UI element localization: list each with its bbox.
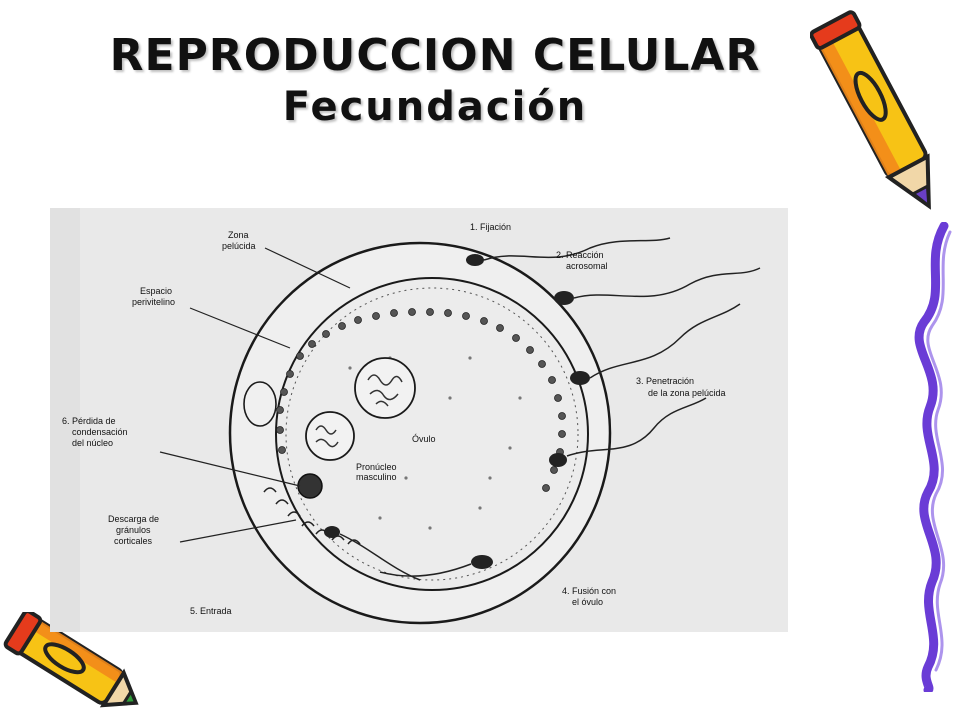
label-condensacion: condensación: [72, 427, 128, 437]
polar-body: [243, 381, 277, 427]
slide-title: REPRODUCCION CELULAR: [109, 30, 761, 81]
sperm-penetration: [570, 303, 741, 385]
sperm-nucleus-decondensing: [297, 473, 323, 499]
ovum: [275, 277, 589, 591]
male-pronucleus: [305, 411, 355, 461]
label-pelucida: pelúcida: [222, 241, 256, 251]
label-zona-pelucida: de la zona pelúcida: [648, 388, 726, 398]
slide-subtitle: Fecundación: [282, 84, 588, 130]
label-masculino: masculino: [356, 472, 397, 482]
label-fusion: 4. Fusión con: [562, 586, 616, 596]
label-nucleo: del núcleo: [72, 438, 113, 448]
label-ovulo: Óvulo: [412, 434, 436, 444]
label-descarga: Descarga de: [108, 514, 159, 524]
label-acrosomal: acrosomal: [566, 261, 608, 271]
pencil-icon: [3, 612, 139, 708]
label-el-ovulo: el óvulo: [572, 597, 603, 607]
label-pronucleo: Pronúcleo: [356, 462, 397, 472]
label-perivitelino: perivitelino: [132, 297, 175, 307]
sperm-fusion: [549, 397, 707, 467]
label-reaccion: 2. Reacción: [556, 250, 604, 260]
sperm-entering: [324, 526, 421, 581]
label-entrada: 5. Entrada: [190, 606, 232, 616]
female-pronucleus: [354, 357, 416, 419]
label-penetracion: 3. Penetración: [636, 376, 694, 386]
sperm-fixation: [466, 237, 671, 266]
label-corticales: corticales: [114, 536, 153, 546]
label-espacio: Espacio: [140, 286, 172, 296]
sperm-fused: [379, 555, 493, 577]
sperm-acrosome-reaction: [554, 267, 761, 305]
label-zona: Zona: [228, 230, 249, 240]
title-block: REPRODUCCION CELULAR Fecundación: [0, 28, 870, 130]
cortical-granules: [276, 308, 566, 492]
label-fijacion: 1. Fijación: [470, 222, 511, 232]
label-perdida: 6. Pérdida de: [62, 416, 116, 426]
vine-border-icon: [914, 222, 952, 692]
label-granulos: gránulos: [116, 525, 151, 535]
fertilization-diagram: Zona pelúcida Espacio perivitelino 6. Pé…: [50, 208, 788, 632]
pencil-icon: [810, 10, 931, 210]
